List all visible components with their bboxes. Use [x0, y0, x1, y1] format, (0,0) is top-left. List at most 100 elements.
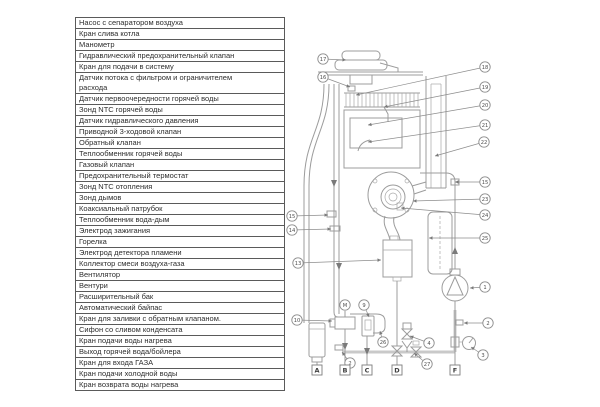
legend-row-label: Зонд дымов: [75, 192, 285, 204]
legend-row-label: Электрод зажигания: [75, 225, 285, 237]
callout-3: 3: [470, 346, 489, 361]
legend-row: Автоматический байпас: [75, 302, 285, 314]
svg-text:3: 3: [481, 353, 484, 359]
venturi: [396, 202, 404, 211]
heating-ntc-sensor: [326, 210, 337, 218]
svg-text:C: C: [365, 367, 370, 375]
water-flue-heat-exchanger: [344, 92, 420, 108]
legend-row: Расширительный бак: [75, 291, 285, 303]
legend-row-label: Выход горячей вода/бойлера: [75, 346, 285, 358]
legend-row-label: Манометр: [75, 39, 285, 51]
svg-text:2: 2: [348, 361, 351, 367]
left-pipes: [303, 83, 342, 323]
legend-row: Теплообменник горячей воды: [75, 148, 285, 160]
legend-row-label: Кран подачи воды нагрева: [75, 335, 285, 347]
legend-row-label: Горелка: [75, 236, 285, 248]
legend-table: Насос с сепаратором воздуха Кран слива к…: [75, 17, 285, 391]
legend-row: Кран для подачи в систему: [75, 61, 285, 73]
callout-20: 20: [367, 99, 491, 127]
callout-10: 10: [291, 314, 333, 326]
svg-text:4: 4: [427, 341, 431, 347]
legend-row-label: Зонд NTC горячей воды: [75, 104, 285, 116]
legend-row: Зонд NTC горячей воды: [75, 104, 285, 116]
legend-rows: Насос с сепаратором воздуха Кран слива к…: [75, 17, 285, 391]
legend-row: Кран для входа ГАЗА: [75, 357, 285, 369]
legend-row-label: Электрод детектора пламени: [75, 247, 285, 259]
legend-row-label: Теплообменник вода-дым: [75, 214, 285, 226]
svg-text:D: D: [394, 367, 400, 375]
callout-23: 23: [412, 193, 491, 205]
drain-cock-right: [455, 319, 464, 326]
callout-25: 25: [429, 232, 491, 244]
legend-row-label: Автоматический байпас: [75, 302, 285, 314]
legend-row: Коаксиальный патрубок: [75, 203, 285, 215]
legend-row: Зонд дымов: [75, 192, 285, 204]
callout-15: 15: [286, 210, 329, 222]
condensate-siphon: [308, 322, 326, 365]
hydraulic-safety-valve: [400, 322, 414, 352]
svg-text:23: 23: [482, 197, 489, 203]
legend-row-label: Газовый клапан: [75, 159, 285, 171]
legend-table-grid: Насос с сепаратором воздуха Кран слива к…: [75, 17, 285, 391]
legend-row: Электрод детектора пламени: [75, 247, 285, 259]
legend-row-label: Теплообменник горячей воды: [75, 148, 285, 160]
svg-text:17: 17: [320, 57, 327, 63]
legend-row-label: Насос с сепаратором воздуха: [75, 17, 285, 29]
svg-text:14: 14: [289, 228, 296, 234]
svg-text:A: A: [314, 367, 319, 375]
connection-D: D: [391, 364, 403, 376]
legend-row: Насос с сепаратором воздуха: [75, 17, 285, 29]
legend-row: Газовый клапан: [75, 159, 285, 171]
three-way-valve-group: [329, 311, 376, 365]
legend-row-label: Гидравлический предохранительный клапан: [75, 50, 285, 62]
callout-M: M: [339, 299, 351, 311]
svg-text:27: 27: [424, 362, 431, 368]
callout-15: 15: [455, 176, 491, 188]
legend-row-label: Кран для подачи в систему: [75, 61, 285, 73]
legend-row-label: Зонд NTC отопления: [75, 181, 285, 193]
svg-text:15: 15: [289, 214, 296, 220]
legend-row: Манометр: [75, 39, 285, 51]
svg-text:1: 1: [483, 285, 486, 291]
svg-text:15: 15: [482, 180, 489, 186]
gas-line: [390, 281, 404, 365]
legend-row: Зонд NTC отопления: [75, 181, 285, 193]
legend-row: Кран слива котла: [75, 28, 285, 40]
air-gas-collector-duct: [425, 76, 447, 189]
legend-row: Кран подачи холодной воды: [75, 368, 285, 380]
legend-row: Датчик потока с фильтром и ограничителем…: [75, 72, 285, 94]
legend-row-label: Коаксиальный патрубок: [75, 203, 285, 215]
legend-row-label: Предохранительный термостат: [75, 170, 285, 182]
callout-1: 1: [469, 281, 491, 293]
callout-2: 2: [464, 317, 494, 329]
legend-row: Обратный клапан: [75, 137, 285, 149]
svg-text:13: 13: [295, 261, 302, 267]
callout-14: 14: [286, 224, 332, 236]
callout-27: 27: [413, 352, 433, 370]
legend-row-label: Сифон со сливом конденсата: [75, 324, 285, 336]
legend-row: Датчик гидравлического давления: [75, 115, 285, 127]
legend-row: Горелка: [75, 236, 285, 248]
legend-row: Коллектор смеси воздуха-газа: [75, 258, 285, 270]
callout-21: 21: [367, 119, 491, 144]
coaxial-flue-terminal: [318, 50, 423, 85]
callout-26: 26: [377, 330, 389, 348]
legend-row: Датчик первоочередности горячей воды: [75, 93, 285, 105]
legend-row: Кран для заливки с обратным клапаном.: [75, 313, 285, 325]
legend-row: Вентилятор: [75, 269, 285, 281]
svg-text:B: B: [343, 367, 348, 375]
connection-C: C: [361, 364, 373, 376]
svg-text:26: 26: [380, 340, 387, 346]
svg-text:22: 22: [481, 140, 488, 146]
legend-row: Приводной 3-ходовой клапан: [75, 126, 285, 138]
callout-19: 19: [383, 81, 491, 108]
combustion-chamber: [343, 109, 421, 169]
legend-row: Теплообменник вода-дым: [75, 214, 285, 226]
filling-valve: [409, 340, 423, 358]
connection-B: B: [339, 364, 351, 376]
legend-row: Сифон со сливом конденсата: [75, 324, 285, 336]
legend-row-label: Расширительный бак: [75, 291, 285, 303]
